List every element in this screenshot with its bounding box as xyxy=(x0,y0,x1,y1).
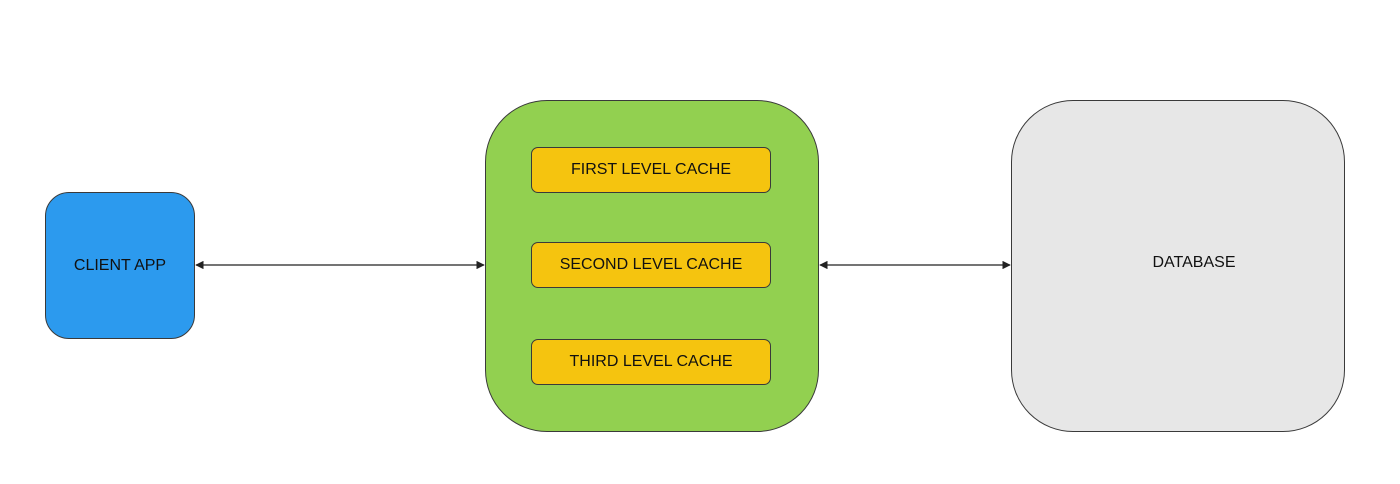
client-app-node: CLIENT APP xyxy=(45,192,195,339)
first-level-cache-label: FIRST LEVEL CACHE xyxy=(570,161,732,178)
second-level-cache-label: SECOND LEVEL CACHE xyxy=(559,256,743,273)
third-level-cache-label: THIRD LEVEL CACHE xyxy=(569,353,733,370)
database-node: DATABASE xyxy=(1011,100,1345,432)
database-label: DATABASE xyxy=(1152,254,1236,271)
first-level-cache-node: FIRST LEVEL CACHE xyxy=(531,147,771,193)
second-level-cache-node: SECOND LEVEL CACHE xyxy=(531,242,771,288)
third-level-cache-node: THIRD LEVEL CACHE xyxy=(531,339,771,385)
client-app-label: CLIENT APP xyxy=(73,256,167,274)
